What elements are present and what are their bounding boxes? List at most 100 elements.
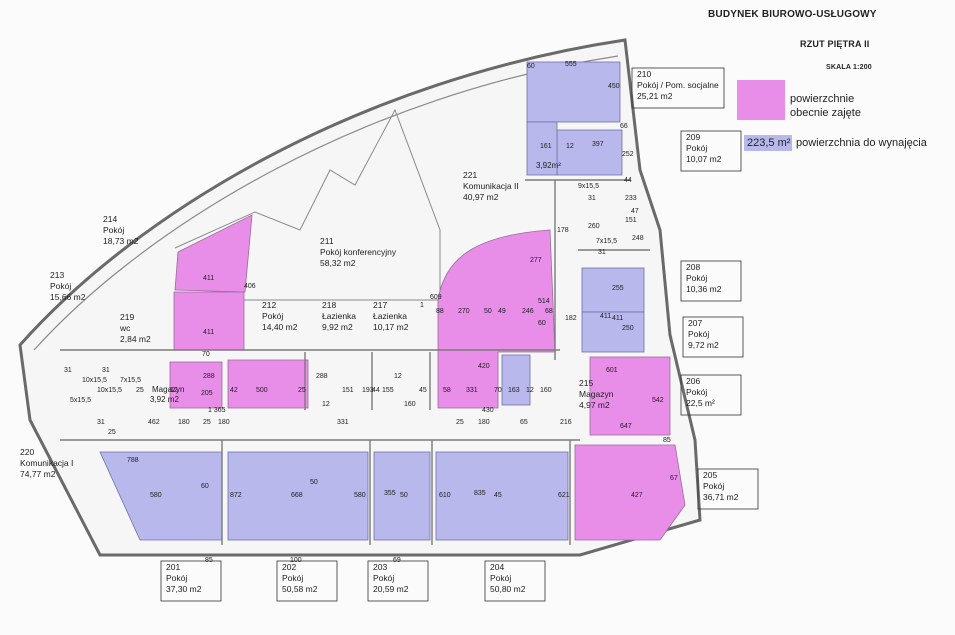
dimension-value: 462	[148, 419, 160, 426]
dimension-value: 70	[202, 351, 210, 358]
room-214-label-line: 18,73 m2	[103, 236, 139, 246]
dimension-value: 66	[620, 123, 628, 130]
room-label-frame	[682, 316, 744, 358]
dimension-value: 835	[474, 490, 486, 497]
room-210-label-line: 25,21 m2	[637, 91, 673, 101]
available-areas	[99, 61, 645, 541]
room-219-label-line: 219	[120, 312, 134, 322]
dimension-value: 25	[136, 387, 144, 394]
room-206-label-line: 206	[686, 376, 700, 386]
room-210-area	[526, 61, 621, 123]
room-221-label-line: 40,97 m2	[463, 192, 499, 202]
building-title: BUDYNEK BIUROWO-USŁUGOWY	[708, 9, 877, 20]
dimension-value: 872	[230, 492, 242, 499]
room-211-label-line: Pokój konferencyjny	[320, 247, 397, 257]
dimension-value: 31	[64, 367, 72, 374]
dimension-value: 10x15,5	[97, 387, 122, 394]
dimension-value: 161	[540, 143, 552, 150]
dimension-value: 12	[170, 387, 178, 394]
room-218-label-line: Łazienka	[322, 311, 356, 321]
room-214-area	[174, 214, 253, 293]
dimension-value: 180	[178, 419, 190, 426]
room-206-area	[589, 356, 671, 436]
dimension-value: 45	[419, 387, 427, 394]
dimension-value: 85	[205, 557, 213, 564]
dimension-value: 25	[203, 419, 211, 426]
room-213-label-line: 15,66 m2	[50, 292, 86, 302]
room-209-label-line: Pokój	[686, 143, 707, 153]
dimension-value: 10x15,5	[82, 377, 107, 384]
room-201-label-line: 201	[166, 562, 180, 572]
room-207-label-line: 207	[688, 318, 702, 328]
dimension-value: 406	[244, 283, 256, 290]
legend-occupied-swatch	[737, 80, 785, 120]
dimension-value: 205	[201, 390, 213, 397]
dimension-value: 411	[203, 329, 214, 336]
room-208-label-line: 208	[686, 262, 700, 272]
dimension-value: 1	[420, 302, 424, 309]
room-label-frame	[680, 260, 742, 302]
room-206-label-line: 22,5 m²	[686, 398, 715, 408]
dimension-value: 1 365	[208, 407, 226, 414]
dimension-value: 250	[622, 325, 634, 332]
room-205-label-line: Pokój	[703, 481, 724, 491]
room-label-frame	[276, 560, 338, 602]
dimension-value: 163	[508, 387, 520, 394]
room-205-label-line: 205	[703, 470, 717, 480]
room-209-label-line: 209	[686, 132, 700, 142]
dimension-value: 542	[652, 397, 664, 404]
room-209-label-line: 10,07 m2	[686, 154, 722, 164]
dimension-value: 248	[632, 235, 644, 242]
room-217-label-line: 217	[373, 300, 387, 310]
dimension-value: 601	[606, 367, 618, 374]
dimension-value: 50	[484, 308, 492, 315]
small-area-label: 3,92 m2	[150, 395, 179, 404]
room-201-label-line: Pokój	[166, 573, 187, 583]
room-210-label-line: Pokój / Pom. socjalne	[637, 80, 719, 90]
room-208-area	[581, 267, 645, 313]
room-label-frame	[484, 560, 546, 602]
room-207-label-line: Pokój	[688, 329, 709, 339]
room-215-label-line: Magazyn	[579, 389, 614, 399]
dimension-value: 621	[558, 492, 570, 499]
dimension-value: 647	[620, 423, 632, 430]
dimension-value: 68	[545, 308, 553, 315]
room-212-label-line: Pokój	[262, 311, 283, 321]
dimension-value: 610	[439, 492, 451, 499]
dimension-value: 277	[530, 257, 542, 264]
occupied-areas	[169, 214, 686, 541]
room-220-label-line: Komunikacja I	[20, 458, 73, 468]
room-221-label-line: Komunikacja II	[463, 181, 519, 191]
dimension-value: 609	[430, 294, 442, 301]
room-220-label-line: 220	[20, 447, 34, 457]
room-206-label-line: Pokój	[686, 387, 707, 397]
dimension-value: 580	[150, 492, 162, 499]
room-204-label-line: 204	[490, 562, 504, 572]
room-203-area	[373, 451, 431, 541]
legend-occupied-line1: powierzchnie	[790, 93, 855, 105]
room-label-frame	[697, 468, 759, 510]
dimension-value: 252	[622, 151, 634, 158]
room-204-label-line: Pokój	[490, 573, 511, 583]
dimension-value: 182	[565, 315, 577, 322]
dimension-value: 100	[290, 557, 302, 564]
dimension-value: 160	[404, 401, 416, 408]
legend-occupied-line2: obecnie zajęte	[790, 107, 861, 119]
room-label-frame	[631, 67, 725, 109]
dimension-value: 430	[482, 407, 494, 414]
room-205-area	[574, 444, 686, 541]
room-212-label-line: 14,40 m2	[262, 322, 298, 332]
dimension-value: 331	[337, 419, 349, 426]
dimension-value: 45	[494, 492, 502, 499]
dimension-value: 180	[478, 419, 490, 426]
room-label-frame	[160, 560, 222, 602]
dimension-value: 5x15,5	[70, 397, 91, 404]
room-209b-area	[526, 121, 558, 176]
dimension-value: 31	[588, 195, 596, 202]
room-201-label-line: 37,30 m2	[166, 584, 202, 594]
dimension-value: 500	[256, 387, 268, 394]
dimension-value: 7x15,5	[596, 238, 617, 245]
small-area-label: 3,92m²	[536, 161, 561, 170]
